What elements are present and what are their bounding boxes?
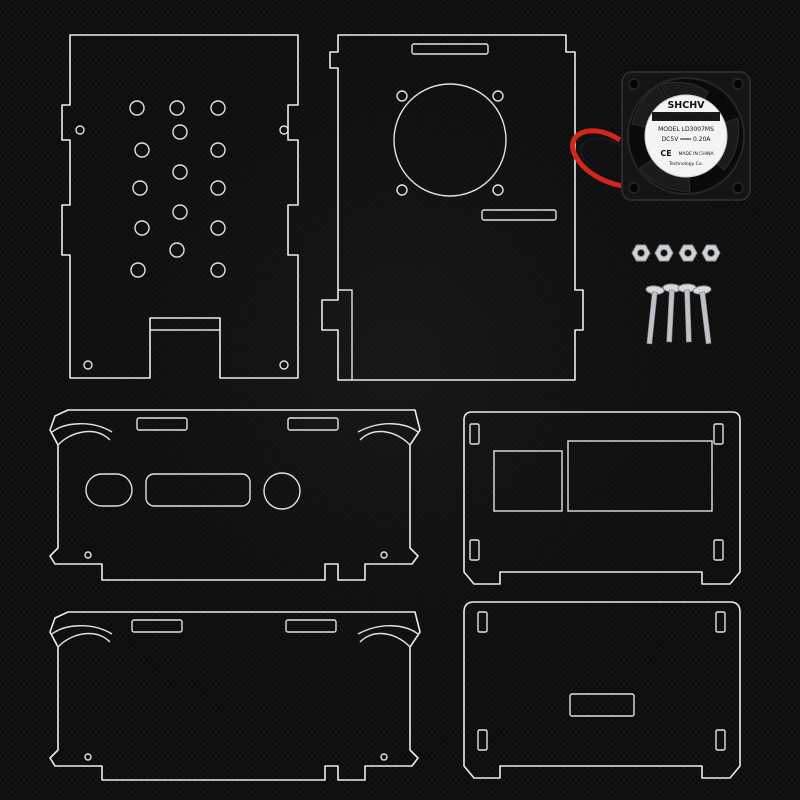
screws bbox=[645, 283, 712, 345]
side-panel-left-clip bbox=[57, 430, 111, 446]
fan-plate-top-slot bbox=[411, 43, 489, 55]
side-panel-ports bbox=[49, 409, 421, 581]
fan-mount-plate bbox=[321, 34, 584, 381]
screw bbox=[692, 285, 712, 345]
end-panel-sd-slots bbox=[477, 611, 726, 751]
fan-maker: Technology Co. bbox=[668, 161, 703, 167]
end-panel-usb-ethernet bbox=[463, 411, 741, 585]
fan-screw-holes bbox=[396, 90, 504, 196]
hex-nut bbox=[631, 244, 651, 262]
fan-plate-outline bbox=[321, 34, 584, 381]
top-plate bbox=[61, 34, 299, 379]
side-panel-holes bbox=[84, 551, 388, 559]
fan-brand: SHCHV bbox=[667, 100, 705, 111]
fan-opening bbox=[393, 83, 507, 197]
hex-nuts bbox=[631, 244, 721, 262]
side-panel-plain bbox=[49, 611, 421, 781]
screw bbox=[677, 283, 697, 343]
usb-port-opening bbox=[493, 450, 563, 512]
hex-nut bbox=[654, 244, 674, 262]
vent-holes bbox=[129, 100, 226, 278]
fan-model: MODEL LD3007MS bbox=[658, 126, 714, 133]
end-panel-usb-outline bbox=[463, 411, 741, 585]
sd-card-slot-opening bbox=[569, 693, 635, 717]
cooling-fan: SHCHV DC BRUSHLESS FAN MODEL LD3007MS DC… bbox=[570, 71, 751, 201]
side-panel-plain-outline bbox=[49, 611, 421, 781]
fan-plate-lower-step bbox=[338, 289, 353, 380]
hex-nut bbox=[678, 244, 698, 262]
side-plain-slot-left bbox=[131, 619, 183, 633]
ethernet-port-opening bbox=[567, 440, 713, 512]
fan-plate-side-slot bbox=[481, 209, 557, 221]
hex-nut bbox=[701, 244, 721, 262]
side-panel-right-clip bbox=[359, 430, 411, 446]
top-plate-screw-holes bbox=[75, 125, 289, 370]
top-plate-outline bbox=[61, 34, 299, 379]
screw bbox=[645, 285, 665, 345]
usb-c-port-opening bbox=[85, 473, 133, 507]
end-panel-usb-slots bbox=[469, 423, 724, 561]
side-plain-slot-right bbox=[285, 619, 337, 633]
audio-port-opening bbox=[263, 472, 301, 510]
fan-type: DC BRUSHLESS FAN bbox=[658, 115, 714, 121]
fan-rating: DC5V ═══ 0.20A bbox=[662, 136, 712, 143]
end-panel-sd-outline bbox=[463, 601, 741, 779]
side-panel-slot-right bbox=[287, 417, 339, 431]
side-panel-slot-left bbox=[136, 417, 188, 431]
side-panel-ports-outline bbox=[49, 409, 421, 581]
hdmi-port-opening bbox=[145, 473, 251, 507]
fan-origin: MADE IN CHINA bbox=[678, 151, 714, 157]
screw bbox=[662, 283, 682, 343]
fan-ce-mark: CE bbox=[660, 149, 671, 158]
end-panel-sd bbox=[463, 601, 741, 779]
